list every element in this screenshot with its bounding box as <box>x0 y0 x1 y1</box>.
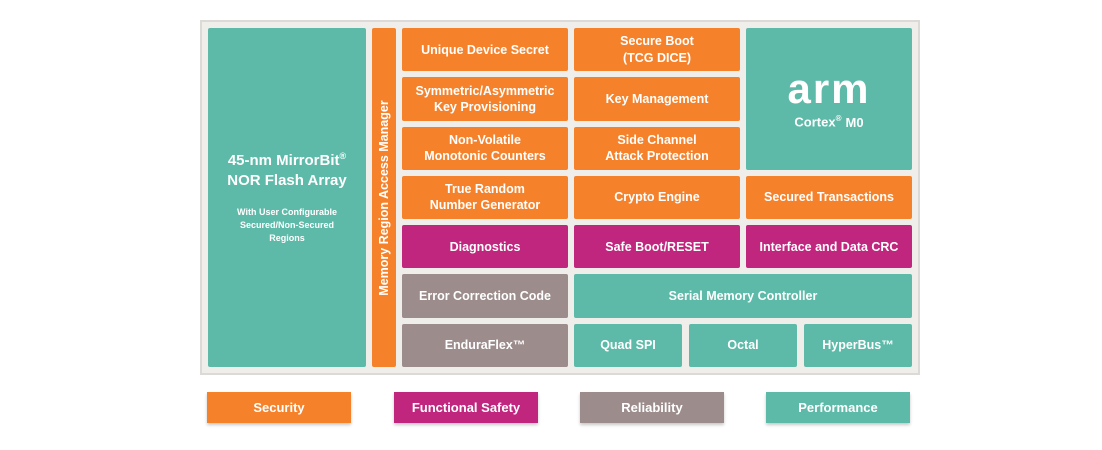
block-side-channel-attack-protection: Side Channel Attack Protection <box>574 126 740 170</box>
core-suffix: M0 <box>845 114 864 130</box>
legend-label: Performance <box>798 400 878 415</box>
block-hyperbus: HyperBus™ <box>804 323 912 367</box>
block-enduraflex: EnduraFlex™ <box>402 323 568 367</box>
block-serial-memory-controller: Serial Memory Controller <box>574 274 912 318</box>
block-label: Side Channel Attack Protection <box>605 132 709 164</box>
arm-cortex-m0-block: arm Cortex®M0 <box>746 28 912 170</box>
block-interface-and-data-crc: Interface and Data CRC <box>746 225 912 269</box>
block-secured-transactions: Secured Transactions <box>746 175 912 220</box>
cortex-m0-label: Cortex®M0 <box>794 114 863 129</box>
flash-array-title-line2: NOR Flash Array <box>227 172 347 190</box>
block-label: Non-Volatile Monotonic Counters <box>424 132 546 164</box>
core-name: Cortex <box>794 114 836 130</box>
block-label: Symmetric/Asymmetric Key Provisioning <box>415 83 555 114</box>
legend-label: Reliability <box>621 400 683 415</box>
block-label: EnduraFlex™ <box>444 338 526 353</box>
block-label: Serial Memory Controller <box>668 288 818 303</box>
block-label: Quad SPI <box>600 338 656 353</box>
memory-region-access-manager-bar: Memory Region Access Manager <box>372 28 396 367</box>
flash-array-subtitle: With User Configurable Secured/Non-Secur… <box>237 206 337 243</box>
interface-blocks-row: Quad SPI Octal HyperBus™ <box>574 323 912 367</box>
block-quad-spi: Quad SPI <box>574 323 682 367</box>
block-label: Unique Device Secret <box>421 42 549 57</box>
block-label: Secured Transactions <box>764 190 894 205</box>
legend-label: Functional Safety <box>411 400 521 415</box>
block-label: True Random Number Generator <box>429 182 541 213</box>
flash-array-title-line1: 45-nm MirrorBit® <box>228 150 346 171</box>
diagram-panel-inner: 45-nm MirrorBit® NOR Flash Array With Us… <box>208 28 912 367</box>
legend-security: Security <box>207 392 351 423</box>
block-crypto-engine: Crypto Engine <box>574 175 740 220</box>
legend-reliability: Reliability <box>580 392 724 423</box>
block-label: Error Correction Code <box>419 288 551 303</box>
diagram-panel: 45-nm MirrorBit® NOR Flash Array With Us… <box>200 20 920 375</box>
legend: Security Functional Safety Reliability P… <box>200 392 920 423</box>
block-unique-device-secret: Unique Device Secret <box>402 28 568 72</box>
block-label: Diagnostics <box>449 239 521 254</box>
legend-label: Security <box>253 400 305 415</box>
flash-array-name: 45-nm MirrorBit <box>227 152 340 170</box>
legend-functional-safety: Functional Safety <box>394 392 538 423</box>
feature-grid: Unique Device Secret Secure Boot (TCG DI… <box>402 28 912 367</box>
block-secure-boot-tcg-dice: Secure Boot (TCG DICE) <box>574 28 740 72</box>
block-monotonic-counters: Non-Volatile Monotonic Counters <box>402 126 568 170</box>
block-true-random-number-generator: True Random Number Generator <box>402 175 568 220</box>
nor-flash-array-block: 45-nm MirrorBit® NOR Flash Array With Us… <box>208 28 366 367</box>
block-key-provisioning: Symmetric/Asymmetric Key Provisioning <box>402 77 568 121</box>
block-label: HyperBus™ <box>822 338 894 353</box>
block-label: Safe Boot/RESET <box>605 239 709 254</box>
block-label: Secure Boot (TCG DICE) <box>620 34 694 65</box>
registered-trademark-mark: ® <box>339 151 347 162</box>
block-label: Interface and Data CRC <box>759 239 899 254</box>
registered-trademark-mark: ® <box>835 114 842 124</box>
arm-logo: arm <box>787 65 871 113</box>
block-label: Key Management <box>605 91 709 106</box>
access-manager-label: Memory Region Access Manager <box>377 99 391 296</box>
block-label: Octal <box>727 338 759 353</box>
block-safe-boot-reset: Safe Boot/RESET <box>574 225 740 269</box>
legend-performance: Performance <box>766 392 910 423</box>
block-label: Crypto Engine <box>614 190 700 205</box>
block-key-management: Key Management <box>574 77 740 121</box>
block-octal: Octal <box>689 323 797 367</box>
block-error-correction-code: Error Correction Code <box>402 274 568 318</box>
block-diagnostics: Diagnostics <box>402 225 568 269</box>
